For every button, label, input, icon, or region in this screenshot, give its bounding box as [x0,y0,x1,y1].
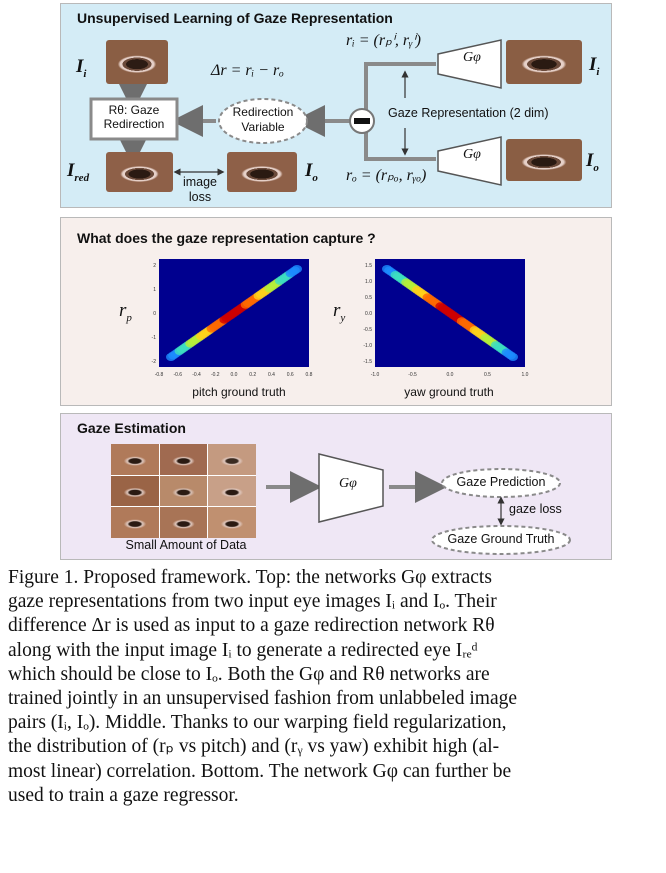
ylabel-rp: rp [119,300,132,324]
eye-image-grid [111,444,256,538]
x-tick-label: -0.8 [155,372,164,378]
grid-eye-image [111,507,159,538]
x-tick-label: 1.0 [522,372,529,378]
x-tick-label: -0.5 [408,372,417,378]
x-tick-label: 0.0 [447,372,454,378]
ro-connector [364,130,436,161]
gaze-loss-label: gaze loss [509,502,562,516]
g-phi-label-estimator: Gφ [339,476,357,491]
panel-gaze-estimation: Gaze Estimation Small Amount of Data [60,413,612,560]
grid-eye-image [208,507,256,538]
caption-line: difference Δr is used as input to a gaze… [8,615,495,637]
y-tick-label: 1.5 [365,263,372,269]
redirection-variable-label: Redirection Variable [232,105,294,134]
g-phi-encoder-top [437,39,502,89]
ri-equation: rᵢ = (rₚⁱ, rᵧⁱ) [346,32,421,49]
g-phi-label-top: Gφ [463,50,481,65]
xlabel-pitch: pitch ground truth [192,385,286,399]
y-tick-label: 0 [153,311,156,317]
label-ired: Ired [67,160,90,184]
ri-connector [364,62,436,114]
small-data-label: Small Amount of Data [125,538,247,552]
x-tick-label: -0.6 [173,372,182,378]
x-tick-label: 0.4 [268,372,275,378]
panel-title-bottom: Gaze Estimation [77,420,186,436]
y-tick-label: -1.0 [363,343,372,349]
x-tick-label: 0.5 [484,372,491,378]
y-tick-label: 1 [153,287,156,293]
redirection-variable-ellipse [218,98,308,144]
caption-line: pairs (Iᵢ, Iₒ). Middle. Thanks to our wa… [8,712,507,734]
heatmap-pitch: -0.8 -0.6 -0.4 -0.2 0.0 0.2 0.4 0.6 0.8 2 1 0 -1 -2 [152,259,313,378]
density-cell [292,265,302,273]
eye-image-ii-right [506,40,582,84]
redirection-box [89,97,179,141]
y-tick-label: -1 [152,335,157,341]
y-tick-label: 2 [153,263,156,269]
label-ii-left: Ii [76,56,87,80]
caption-line: along with the input image Iᵢ to generat… [8,639,478,661]
label-io-right: Io [586,150,599,174]
heatmap-yaw: -1.0 -0.5 0.0 0.5 1.0 1.5 1.0 0.5 0.0 -0.5 -1.0 -1.… [363,259,529,378]
panel-title-middle: What does the gaze representation captur… [77,230,376,246]
grid-eye-image [111,444,159,475]
y-tick-label: -0.5 [363,327,372,333]
y-tick-label: -1.5 [363,359,372,365]
xlabel-yaw: yaw ground truth [404,385,494,399]
eye-image-ii-left [106,40,168,84]
x-tick-label: 0.6 [287,372,294,378]
ylabel-ry: ry [333,300,346,324]
y-tick-label: 0.5 [365,295,372,301]
minus-icon [354,118,370,124]
grid-eye-image [159,475,208,507]
x-tick-label: -0.4 [192,372,201,378]
caption-line: gaze representations from two input eye … [8,591,497,613]
caption-line: trained jointly in an unsupervised fashi… [8,688,518,710]
label-ii-right: Ii [589,54,600,78]
panel-title-top: Unsupervised Learning of Gaze Representa… [77,10,393,26]
grid-eye-image [159,444,208,475]
grid-eye-image [159,507,208,538]
grid-eye-image [208,444,256,475]
density-cell [508,353,518,361]
x-tick-label: -1.0 [371,372,380,378]
y-tick-label: 0.0 [365,311,372,317]
gaze-prediction-label: Gaze Prediction [456,475,546,489]
g-phi-encoder-bottom [437,136,502,186]
grid-eye-image [111,475,159,507]
gaze-ground-truth-label: Gaze Ground Truth [447,532,555,546]
redirection-box-label: Rθ: Gaze Redirection [103,103,165,131]
caption-line: used to train a gaze regressor. [8,784,239,806]
x-tick-label: -0.2 [211,372,220,378]
ro-equation: rₒ = (rₚₒ, rᵧₒ) [346,167,427,184]
bottom-diagram-svg [266,453,571,555]
panel-unsupervised-learning: Unsupervised Learning of Gaze Representa… [60,3,612,208]
caption-line: the distribution of (rₚ vs pitch) and (r… [8,736,500,758]
grid-eye-image [208,475,256,507]
image-loss-label: image loss [182,175,218,204]
x-tick-label: 0.2 [249,372,256,378]
gaze-representation-label: Gaze Representation (2 dim) [388,106,549,120]
y-tick-label: 1.0 [365,279,372,285]
caption-line: most linear) correlation. Bottom. The ne… [8,760,512,782]
eye-image-ired [106,152,173,192]
caption-line: Figure 1. Proposed framework. Top: the n… [8,567,492,588]
panel-representation-analysis: What does the gaze representation captur… [60,217,612,406]
g-phi-label-bottom: Gφ [463,147,481,162]
gaze-ground-truth-ellipse [431,525,571,555]
caption-line: which should be close to Iₒ. Both the Gφ… [8,663,490,685]
y-tick-label: -2 [152,359,157,365]
gaze-prediction-ellipse [441,468,561,498]
eye-image-io-mid [227,152,297,192]
eye-image-io-right [506,139,582,181]
label-io-mid: Io [305,160,318,184]
delta-r-equation: Δr = rᵢ − rₒ [211,62,284,79]
x-tick-label: 0.8 [306,372,313,378]
top-diagram-svg [89,39,502,186]
x-tick-label: 0.0 [231,372,238,378]
g-phi-estimator [318,453,384,523]
figure-caption: Figure 1. Proposed framework. Top: the n… [8,566,658,808]
